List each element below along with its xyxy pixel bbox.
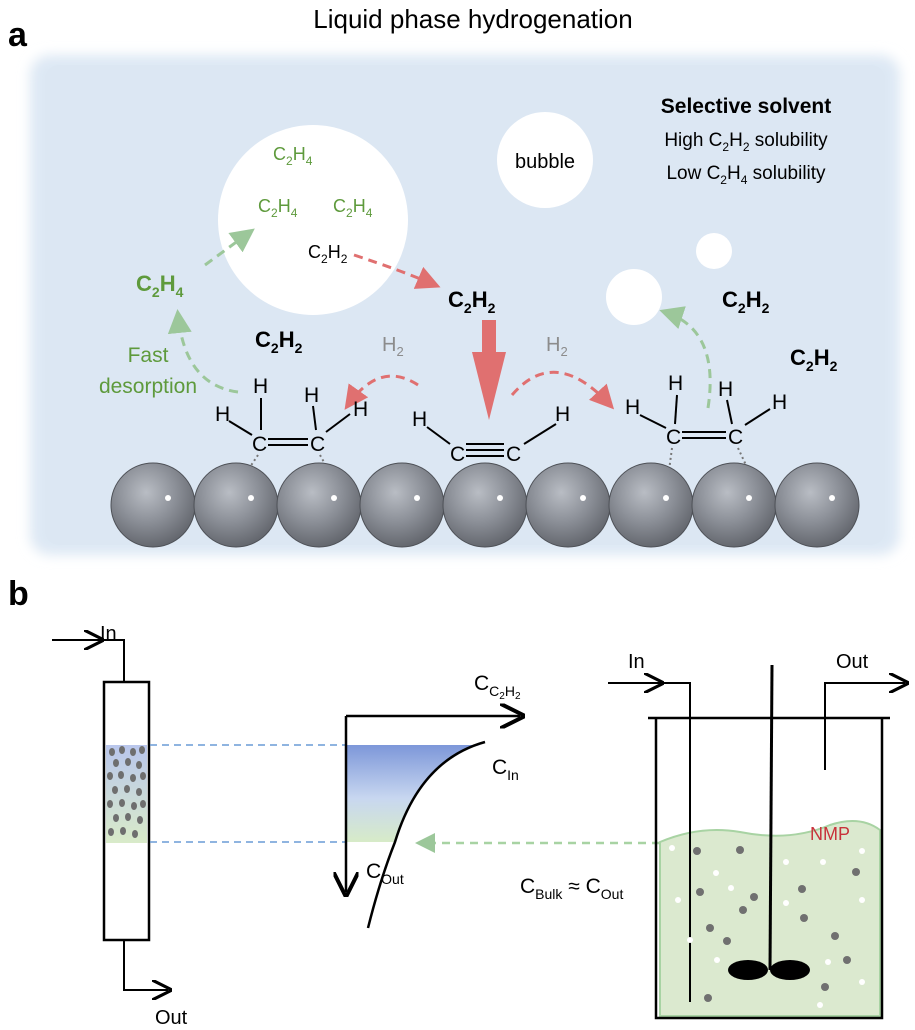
svg-text:H: H [412,408,427,431]
adsorbed-ethylene-left: C C H H H H [215,375,368,483]
bubble-small-1 [696,233,732,269]
solvent-line1: High C2H2 solubility [664,130,828,154]
svg-text:Out: Out [155,1007,188,1029]
adsorbed-acetylene: C C H H [412,403,570,483]
c-c2h2-axis-label: CC2H2 [474,672,521,702]
svg-text:In: In [100,623,117,645]
c2h4-desorbed: C2H4 [136,271,184,300]
fast-desorption-line2: desorption [99,375,197,398]
svg-text:H: H [353,398,368,421]
arrows-panel-a [167,228,712,420]
svg-text:H: H [718,378,733,401]
solvent-line2: Low C2H4 solubility [666,163,826,187]
panel-a-title: Liquid phase hydrogenation [313,4,632,34]
svg-text:C: C [252,433,267,456]
svg-text:H: H [304,384,319,407]
panel-b-label: b [8,575,29,613]
svg-text:C: C [506,443,521,466]
c2h2-liquid-right2: C2H2 [790,345,838,374]
bubble-label: bubble [515,151,575,173]
svg-text:C: C [666,426,681,449]
svg-text:In: In [628,651,645,673]
bubble-small-2 [606,269,662,325]
metal-surface [110,462,860,548]
bubble-c2h4-top: C2H4 [273,144,313,168]
concentration-profile [346,716,520,929]
bubble-c2h4-right: C2H4 [333,196,373,220]
c-out-label: COut [366,860,404,887]
h2-label-left: H2 [382,334,404,359]
c-in-label: CIn [492,756,519,783]
h2-label-right: H2 [546,334,568,359]
big-bubble [218,125,408,315]
solvent-title: Selective solvent [661,95,831,118]
svg-text:H: H [215,403,230,426]
svg-text:Out: Out [836,651,869,673]
bubble-c2h2: C2H2 [308,242,348,266]
stirred-tank-reactor: In Out NMP [608,651,905,1020]
svg-text:H: H [668,372,683,395]
c2h2-liquid-left: C2H2 [255,327,303,356]
c2h2-liquid-right1: C2H2 [722,287,770,316]
bubble-medium [497,112,593,208]
panel-a-label: a [8,16,28,54]
svg-text:C: C [450,443,465,466]
svg-text:H: H [555,403,570,426]
svg-text:NMP: NMP [810,824,850,844]
svg-text:C: C [728,426,743,449]
svg-text:H: H [772,391,787,414]
packed-bed-reactor: In Out [52,623,188,1029]
c-bulk-label: CBulk ≈ COut [520,875,623,902]
adsorbed-ethylene-right: C C H H H H [625,372,787,479]
fast-desorption-line1: Fast [128,344,169,367]
bubble-c2h4-left: C2H4 [258,196,298,220]
c2h2-liquid-center: C2H2 [448,287,496,316]
svg-text:C: C [310,433,325,456]
svg-text:H: H [625,396,640,419]
svg-text:H: H [253,375,268,398]
